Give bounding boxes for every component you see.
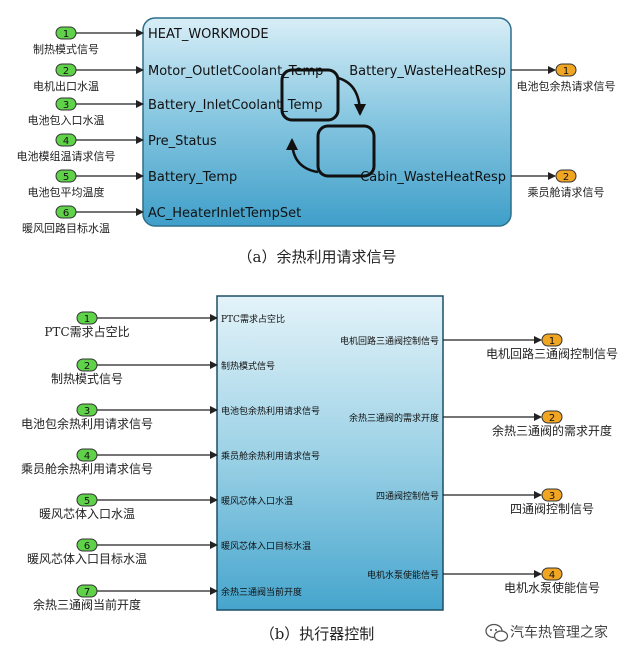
- diagram-b-outport-number: 4: [549, 570, 555, 581]
- diagram-a-outport[interactable]: 1: [555, 63, 577, 77]
- diagram-b-inport-number: 2: [84, 361, 90, 372]
- diagram-a-inport[interactable]: 6: [55, 205, 77, 219]
- diagram-a-input-label: Battery_Temp: [148, 170, 237, 185]
- diagram-a-inport-label: 电池包入口水温: [28, 114, 105, 127]
- diagram-b-input-label: 制热模式信号: [221, 360, 275, 372]
- diagram-a-inport-number: 2: [63, 66, 69, 77]
- diagram-b-inport[interactable]: 5: [76, 493, 98, 507]
- diagram-a-inport[interactable]: 5: [55, 169, 77, 183]
- diagram-b-input-label: 乘员舱余热利用请求信号: [221, 450, 320, 462]
- diagram-a-inport[interactable]: 3: [55, 97, 77, 111]
- diagram-b-inport-label: 乘员舱余热利用请求信号: [21, 461, 153, 476]
- diagram-b-inport[interactable]: 6: [76, 538, 98, 552]
- diagram-b-outport-number: 2: [549, 413, 555, 424]
- diagram-b-outport-number: 3: [549, 491, 555, 502]
- diagram-a-inport-number: 1: [63, 29, 69, 40]
- diagram-a-outport-number: 1: [563, 66, 569, 77]
- diagram-a-outport-label: 电池包余热请求信号: [517, 79, 616, 93]
- diagram-b-outport-number: 1: [549, 336, 555, 347]
- diagram-b-outport-label: 余热三通阀的需求开度: [492, 423, 612, 438]
- diagram-b-inport-label: 电池包余热利用请求信号: [21, 416, 153, 431]
- diagram-a-input-label: AC_HeaterInletTempSet: [148, 206, 301, 221]
- diagram-b-inport[interactable]: 2: [76, 358, 98, 372]
- diagram-b-input-label: 暖风芯体入口目标水温: [221, 540, 311, 552]
- diagram-a-inport-label: 电池模组温请求信号: [17, 149, 116, 163]
- diagram-b-outport[interactable]: 2: [541, 410, 563, 424]
- diagram-a-caption: （a）余热利用请求信号: [238, 248, 397, 266]
- diagram-b-inport-label: 制热模式信号: [51, 372, 123, 386]
- diagram-a-inport-label: 暖风回路目标水温: [22, 221, 110, 235]
- diagram-a: HEAT_WORKMODEMotor_OutletCoolant_TempBat…: [17, 17, 616, 266]
- diagram-b-output-label: 四通阀控制信号: [376, 490, 439, 502]
- diagram-a-inport-number: 4: [63, 136, 69, 147]
- diagram-b-inport-number: 7: [84, 587, 90, 598]
- diagram-b-inport-number: 3: [84, 406, 90, 417]
- diagram-b-inport-label: 暖风芯体入口水温: [39, 507, 135, 521]
- diagram-b: PTC需求占空比制热模式信号电池包余热利用请求信号乘员舱余热利用请求信号暖风芯体…: [21, 295, 618, 643]
- diagram-a-input-label: Pre_Status: [148, 134, 217, 149]
- diagram-b-inport[interactable]: 7: [76, 584, 98, 598]
- stateflow-icon: [280, 68, 376, 178]
- diagram-b-inport[interactable]: 1: [76, 311, 98, 325]
- diagram-a-input-label: Battery_InletCoolant_Temp: [148, 98, 322, 113]
- diagram-b-input-label: 暖风芯体入口水温: [221, 495, 293, 507]
- diagram-a-inport[interactable]: 4: [55, 133, 77, 147]
- diagram-b-outport-label: 四通阀控制信号: [510, 502, 594, 516]
- diagram-a-block[interactable]: [142, 17, 512, 227]
- diagram-b-outport-label: 电机水泵使能信号: [504, 580, 600, 595]
- diagram-a-inport[interactable]: 2: [55, 63, 77, 77]
- diagram-b-outport[interactable]: 1: [541, 333, 563, 347]
- diagram-b-output-label: 电机水泵使能信号: [367, 569, 439, 581]
- diagram-b-input-label: PTC需求占空比: [221, 313, 285, 325]
- diagram-b-inport-number: 6: [84, 541, 90, 552]
- diagram-b-inport-label: 余热三通阀当前开度: [33, 597, 141, 612]
- diagram-b-inport-number: 1: [84, 314, 90, 325]
- diagram-b-outport[interactable]: 4: [541, 567, 563, 581]
- diagram-a-input-label: HEAT_WORKMODE: [148, 27, 269, 42]
- diagram-b-inport-label: PTC需求占空比: [44, 324, 129, 339]
- diagram-a-inport[interactable]: 1: [55, 26, 77, 40]
- diagram-a-input-label: Motor_OutletCoolant_Temp: [148, 64, 323, 79]
- diagram-a-inport-label: 电机出口水温: [33, 79, 99, 93]
- watermark: 汽车热管理之家: [485, 623, 608, 642]
- diagram-b-outport-label: 电机回路三通阀控制信号: [486, 346, 618, 361]
- wechat-icon: [485, 623, 509, 642]
- diagram-a-outport[interactable]: 2: [555, 169, 577, 183]
- diagram-a-inport-number: 3: [63, 100, 69, 111]
- diagram-b-inport-number: 5: [84, 496, 90, 507]
- diagram-a-inport-number: 6: [63, 208, 69, 219]
- diagram-b-inport-number: 4: [84, 451, 90, 462]
- diagram-b-input-label: 电池包余热利用请求信号: [221, 405, 320, 417]
- diagram-b-inport[interactable]: 4: [76, 448, 98, 462]
- diagram-b-input-label: 余热三通阀当前开度: [221, 586, 302, 598]
- diagram-b-inport-label: 暖风芯体入口目标水温: [27, 552, 147, 566]
- diagram-a-output-label: Cabin_WasteHeatResp: [360, 170, 506, 185]
- diagram-b-block[interactable]: [216, 295, 444, 611]
- diagram-b-inport[interactable]: 3: [76, 403, 98, 417]
- watermark-text: 汽车热管理之家: [510, 624, 608, 641]
- diagram-b-caption: （b）执行器控制: [260, 625, 375, 643]
- diagram-a-outport-label: 乘员舱请求信号: [528, 185, 605, 199]
- diagram-a-inport-label: 电池包平均温度: [28, 185, 105, 199]
- diagram-a-inport-label: 制热模式信号: [33, 43, 99, 56]
- diagram-a-inport-number: 5: [63, 172, 69, 183]
- diagram-b-output-label: 电机回路三通阀控制信号: [340, 335, 439, 347]
- diagram-b-output-label: 余热三通阀的需求开度: [349, 412, 439, 424]
- diagram-a-outport-number: 2: [563, 172, 569, 183]
- diagram-a-output-label: Battery_WasteHeatResp: [349, 64, 506, 79]
- diagram-b-outport[interactable]: 3: [541, 488, 563, 502]
